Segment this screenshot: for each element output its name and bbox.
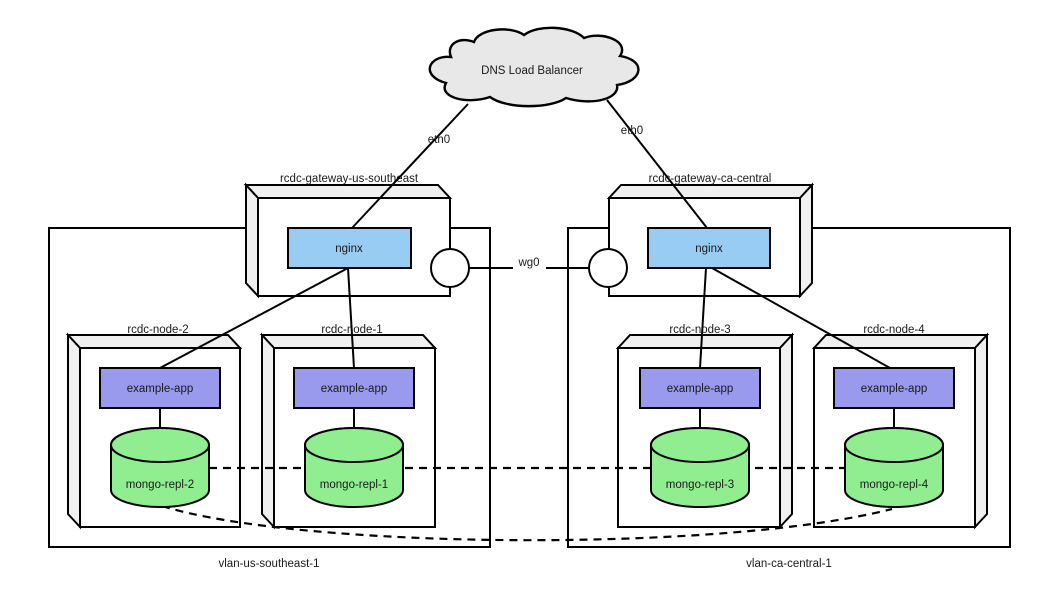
example-app-label-node4: example-app [861,383,927,395]
node2-top-face [65,334,243,349]
example-app-label-node2: example-app [127,383,193,395]
vlan-us-southeast-label: vlan-us-southeast-1 [219,558,320,570]
node3-top-face [615,334,795,349]
gateway-right-side-face [799,182,813,299]
example-app-box-node1 [293,367,415,409]
node4-label: rcdc-node-4 [863,324,925,336]
example-app-label-node1: example-app [321,383,387,395]
dns-load-balancer-cloud [428,26,640,108]
link-nginx-right-to-node3-app [699,267,707,369]
node1-side-face [261,332,275,530]
node3-side-face [779,332,793,530]
eth0-link-right [606,99,708,229]
gateway-left-side-face [245,182,259,299]
gateway-left-top-face [243,184,453,199]
dns-load-balancer-label: DNS Load Balancer [481,65,583,77]
nginx-label-left: nginx [335,243,363,255]
node3-label: rcdc-node-3 [669,324,730,336]
mongo-repl-3-cylinder [650,427,750,508]
wg0-interface-circle-right [588,248,628,288]
link-nginx-right-to-node4-app [711,267,891,369]
node4-side-face [974,332,988,530]
example-app-box-node4 [833,367,955,409]
mongo-repl-3-label: mongo-repl-3 [666,479,734,491]
mongo-repl-1-label: mongo-repl-1 [320,479,388,491]
gateway-us-southeast-label: rcdc-gateway-us-southeast [280,173,419,185]
gateway-right-top-face [606,184,815,199]
nginx-label-right: nginx [695,243,723,255]
eth0-link-left [351,103,469,229]
gateway-ca-central-label: rcdc-gateway-ca-central [649,173,772,185]
mongo-repl-1-top [304,427,404,463]
vlan-ca-central-label: vlan-ca-central-1 [746,558,832,570]
nginx-box-right [647,227,771,269]
node4-top-face [811,334,990,349]
wg0-interface-circle-left [430,248,470,288]
eth0-label-right: eth0 [621,125,643,137]
example-app-label-node3: example-app [667,383,733,395]
wg0-label: wg0 [517,257,539,269]
mongo-repl-2-cylinder [110,427,210,508]
mongo-repl-4-label: mongo-repl-4 [860,479,929,491]
mongo-repl-3-top [650,427,750,463]
example-app-box-node2 [99,367,221,409]
node2-label: rcdc-node-2 [127,324,188,336]
mongo-repl-2-top [110,427,210,463]
mongo-repl2-to-repl4-dashed-curve [161,504,893,542]
eth0-label-left: eth0 [428,134,450,146]
mongo-repl-2-label: mongo-repl-2 [126,479,194,491]
link-nginx-left-to-node2-app [159,267,349,369]
mongo-repl-4-top [844,427,944,463]
example-app-box-node3 [639,367,761,409]
link-nginx-left-to-node1-app [347,267,355,369]
mongo-repl-4-cylinder [844,427,944,508]
node2-side-face [67,332,81,530]
nginx-box-left [287,227,412,269]
node1-top-face [259,334,438,349]
wg0-label-bg [513,255,546,270]
mongo-repl-1-cylinder [304,427,404,508]
